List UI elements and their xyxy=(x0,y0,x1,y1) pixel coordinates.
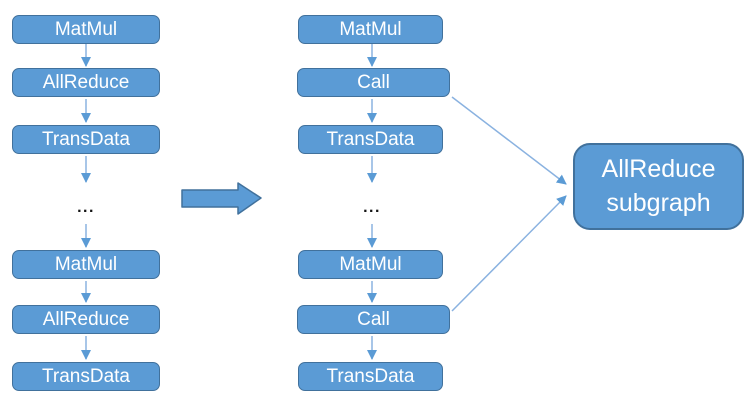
node-box-call: Call xyxy=(297,68,450,97)
node-box-allreduce: AllReduce xyxy=(12,305,160,334)
node-box-matmul: MatMul xyxy=(298,250,443,279)
node-box-transdata: TransData xyxy=(298,362,443,391)
node-box-call: Call xyxy=(297,305,450,334)
left-column-ellipsis: ... xyxy=(77,199,95,216)
node-box-allreduce: AllReduce xyxy=(12,68,160,97)
middle-column-ellipsis: ... xyxy=(363,199,381,216)
node-box-transdata: TransData xyxy=(12,362,160,391)
node-box-matmul: MatMul xyxy=(12,250,160,279)
node-box-transdata: TransData xyxy=(12,125,160,154)
node-box-matmul: MatMul xyxy=(298,15,443,44)
call-top-to-subgraph-arrow xyxy=(451,96,567,185)
allreduce-subgraph-box: AllReduce subgraph xyxy=(573,143,744,230)
transform-block-arrow xyxy=(181,182,262,215)
call-bottom-to-subgraph-arrow xyxy=(451,195,567,312)
node-box-transdata: TransData xyxy=(298,125,443,154)
node-box-matmul: MatMul xyxy=(12,15,160,44)
